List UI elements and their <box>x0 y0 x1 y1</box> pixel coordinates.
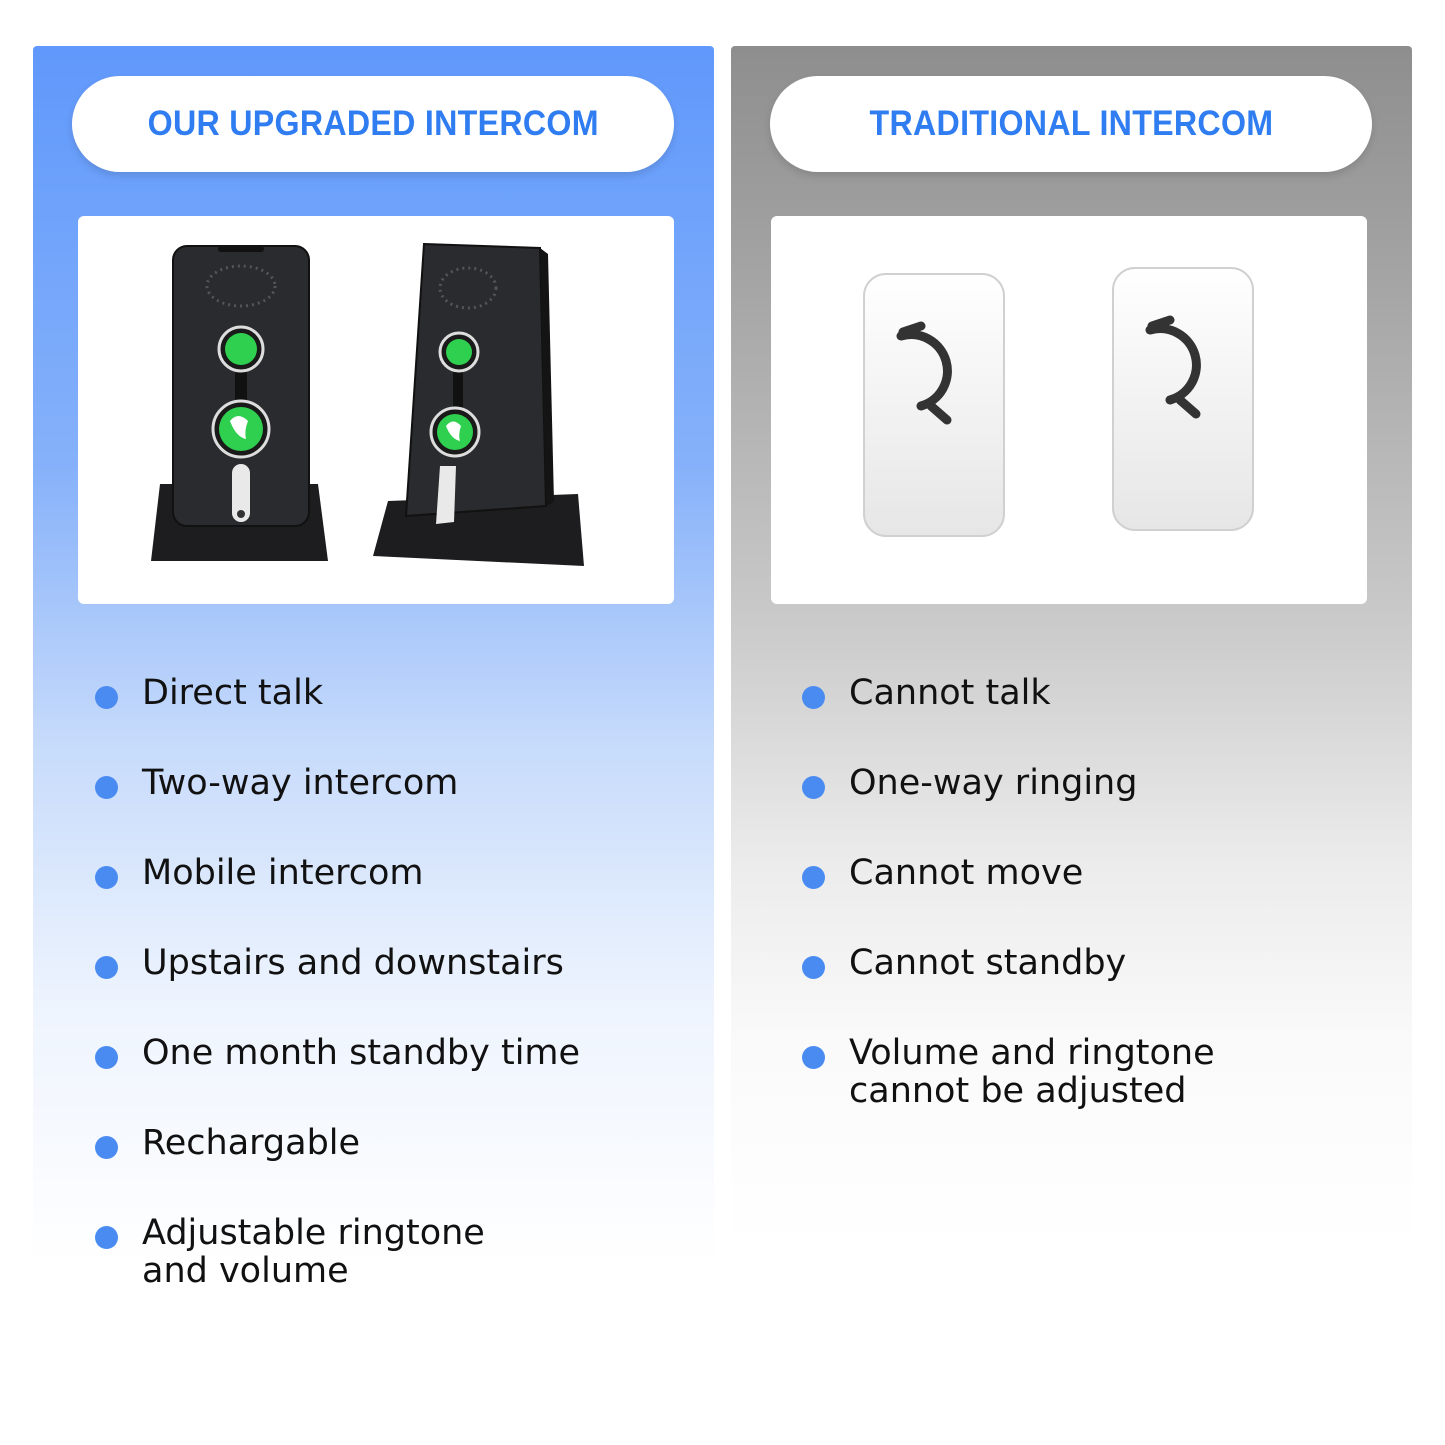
feature-text: Cannot standby <box>849 943 1127 983</box>
list-item: Cannot standby <box>802 944 1329 1034</box>
list-item: One month standby time <box>95 1034 622 1124</box>
bullet-icon <box>802 1046 825 1069</box>
list-item: Direct talk <box>95 674 622 764</box>
feature-text: Cannot talk <box>849 673 1051 713</box>
feature-text: Cannot move <box>849 853 1084 893</box>
doorbell-button-right <box>1112 267 1254 531</box>
upgraded-intercom-panel: OUR UPGRADED INTERCOM <box>33 46 714 1406</box>
list-item: Upstairs and downstairs <box>95 944 622 1034</box>
traditional-intercom-header: TRADITIONAL INTERCOM <box>770 76 1372 172</box>
intercom-device-angled <box>373 242 584 566</box>
traditional-intercom-image <box>771 216 1367 604</box>
bullet-icon <box>95 956 118 979</box>
feature-text: Upstairs and downstairs <box>142 943 564 983</box>
list-item: One-way ringing <box>802 764 1329 854</box>
feature-text: Volume and ringtone cannot be adjusted <box>849 1033 1215 1111</box>
feature-text: Mobile intercom <box>142 853 424 893</box>
bullet-icon <box>95 686 118 709</box>
upgraded-intercom-header: OUR UPGRADED INTERCOM <box>72 76 674 172</box>
bullet-icon <box>95 776 118 799</box>
list-item: Cannot talk <box>802 674 1329 764</box>
list-item: Mobile intercom <box>95 854 622 944</box>
bullet-icon <box>802 956 825 979</box>
feature-text: Rechargable <box>142 1123 361 1163</box>
traditional-intercom-panel: TRADITIONAL INTERCOM Cannot talk <box>731 46 1412 1406</box>
upgraded-intercom-title: OUR UPGRADED INTERCOM <box>147 104 599 143</box>
bullet-icon <box>95 1046 118 1069</box>
feature-text: Direct talk <box>142 673 324 713</box>
feature-text: One month standby time <box>142 1033 581 1073</box>
bullet-icon <box>802 776 825 799</box>
handheld-intercom-icon <box>151 242 584 566</box>
list-item: Rechargable <box>95 1124 622 1214</box>
list-item: Volume and ringtone cannot be adjusted <box>802 1034 1329 1124</box>
doorbell-button-icon <box>863 267 1254 537</box>
traditional-intercom-title: TRADITIONAL INTERCOM <box>869 104 1273 143</box>
bullet-icon <box>802 866 825 889</box>
bullet-icon <box>95 1226 118 1249</box>
feature-text: Two-way intercom <box>142 763 459 803</box>
feature-text: Adjustable ringtone and volume <box>142 1213 485 1291</box>
intercom-device-front <box>151 245 328 561</box>
bullet-icon <box>95 1136 118 1159</box>
bullet-icon <box>802 686 825 709</box>
feature-text: One-way ringing <box>849 763 1138 803</box>
upgraded-intercom-image <box>78 216 674 604</box>
doorbell-button-left <box>863 273 1005 537</box>
bullet-icon <box>95 866 118 889</box>
list-item: Adjustable ringtone and volume <box>95 1214 622 1304</box>
upgraded-feature-list: Direct talk Two-way intercom Mobile inte… <box>95 674 622 1304</box>
list-item: Two-way intercom <box>95 764 622 854</box>
list-item: Cannot move <box>802 854 1329 944</box>
traditional-feature-list: Cannot talk One-way ringing Cannot move … <box>802 674 1329 1124</box>
